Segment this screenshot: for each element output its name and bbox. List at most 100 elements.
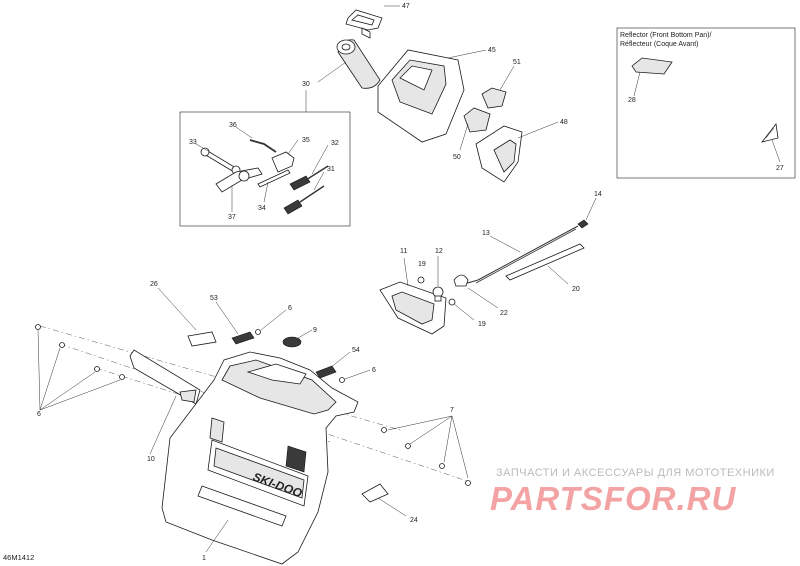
part-27-reflector: [760, 123, 779, 143]
watermark-logo: PARTSFOR.RU: [490, 480, 737, 517]
leader-line: [205, 519, 229, 553]
part-33-wrench: [200, 147, 241, 175]
leader-line: [329, 351, 351, 369]
leader-line: [771, 139, 781, 163]
part-37-spanner: [215, 167, 263, 193]
callout-6a: 6: [288, 305, 292, 312]
callout-37: 37: [228, 214, 236, 221]
part-12-bulb: [432, 286, 444, 302]
leader-line: [489, 235, 521, 253]
leader-line: [467, 287, 499, 309]
part-51-pad: [481, 87, 507, 109]
callout-19a: 19: [418, 261, 426, 268]
leader-line: [297, 329, 313, 339]
leader-line: [517, 121, 559, 139]
watermark-text: ЗАПЧАСТИ И АКСЕССУАРЫ ДЛЯ МОТОТЕХНИКИ: [496, 467, 775, 479]
part-9-emblem: [282, 336, 302, 348]
leader-line: [377, 497, 407, 517]
callout-12: 12: [435, 248, 443, 255]
part-6-screw: [255, 329, 261, 335]
part-45-storage-box: [377, 49, 465, 143]
leader-line: [263, 181, 269, 203]
part-1-front-pan: [161, 351, 359, 565]
part-31-screwdriver: [283, 185, 325, 215]
part-35-holder: [271, 151, 295, 173]
leader-line: [311, 144, 329, 175]
leader-line: [37, 329, 121, 411]
callout-9: 9: [313, 327, 317, 334]
part-34-tool-bar: [257, 169, 291, 188]
callout-7: 7: [450, 407, 454, 414]
leader-line: [215, 301, 239, 335]
part-22-socket: [453, 274, 469, 287]
reflector-box: [616, 27, 796, 179]
callout-32: 32: [331, 140, 339, 147]
callout-14: 14: [594, 191, 602, 198]
leader-line: [547, 265, 569, 285]
part-50-pad: [463, 107, 491, 133]
callout-47: 47: [402, 3, 410, 10]
part-47-clip: [345, 9, 383, 39]
leader-line: [260, 309, 287, 331]
reflector-title-line2: Réflecteur (Coque Avant): [620, 41, 699, 48]
callout-24: 24: [410, 517, 418, 524]
callout-28: 28: [628, 97, 636, 104]
part-13-harness: [463, 225, 579, 285]
leader-line: [459, 123, 469, 151]
leader-line: [499, 65, 515, 91]
part-11-headlight: [379, 281, 447, 335]
callout-54: 54: [352, 347, 360, 354]
part-6-screws-left: [35, 324, 125, 380]
part-53-decal: [231, 331, 255, 345]
part-24-decal: [361, 483, 389, 503]
callout-35: 35: [302, 137, 310, 144]
callout-1: 1: [202, 555, 206, 562]
callout-45: 45: [488, 47, 496, 54]
leader-line: [387, 415, 469, 479]
part-14-connector: [577, 219, 589, 229]
toolkit-box: [179, 111, 351, 227]
callout-48: 48: [560, 119, 568, 126]
callout-19b: 19: [478, 321, 486, 328]
leader-line: [149, 395, 177, 455]
leader-line: [235, 126, 253, 139]
diagram-code: 46M1412: [3, 553, 35, 562]
leader-line: [447, 49, 487, 59]
callout-34: 34: [258, 205, 266, 212]
part-20-strip: [505, 243, 585, 281]
callout-13: 13: [482, 230, 490, 237]
callout-36: 36: [229, 122, 237, 129]
leader-line: [313, 171, 325, 191]
callout-51: 51: [513, 59, 521, 66]
leader-line: [287, 139, 299, 155]
callout-33: 33: [189, 139, 197, 146]
part-26-decal: [187, 331, 217, 347]
leader-line: [453, 303, 475, 321]
callout-6c: 6: [37, 411, 41, 418]
callout-50: 50: [453, 154, 461, 161]
part-6-screw: [339, 377, 345, 383]
callout-20: 20: [572, 286, 580, 293]
callout-11: 11: [400, 248, 407, 255]
callout-53: 53: [210, 295, 218, 302]
callout-26: 26: [150, 281, 158, 288]
callout-31: 31: [327, 166, 335, 173]
callout-22: 22: [500, 310, 508, 317]
callout-27: 27: [776, 165, 784, 172]
part-30-tool-bag: [336, 39, 381, 89]
leader-line: [157, 287, 197, 331]
leader-line: [403, 257, 409, 287]
leader-line: [317, 61, 347, 83]
part-54-decal: [315, 365, 337, 379]
leader-line: [344, 369, 371, 380]
part-36-allen-key: [249, 139, 277, 153]
leader-line: [633, 71, 641, 97]
leader-line: [195, 143, 211, 153]
reflector-title-line1: Reflector (Front Bottom Pan)/: [620, 32, 712, 39]
part-48-cover: [475, 125, 523, 183]
part-7-screws: [381, 427, 471, 486]
reflector-box-title: Reflector (Front Bottom Pan)/ Réflecteur…: [620, 31, 711, 49]
part-32-screwdriver: [289, 165, 329, 191]
callout-6b: 6: [372, 367, 376, 374]
